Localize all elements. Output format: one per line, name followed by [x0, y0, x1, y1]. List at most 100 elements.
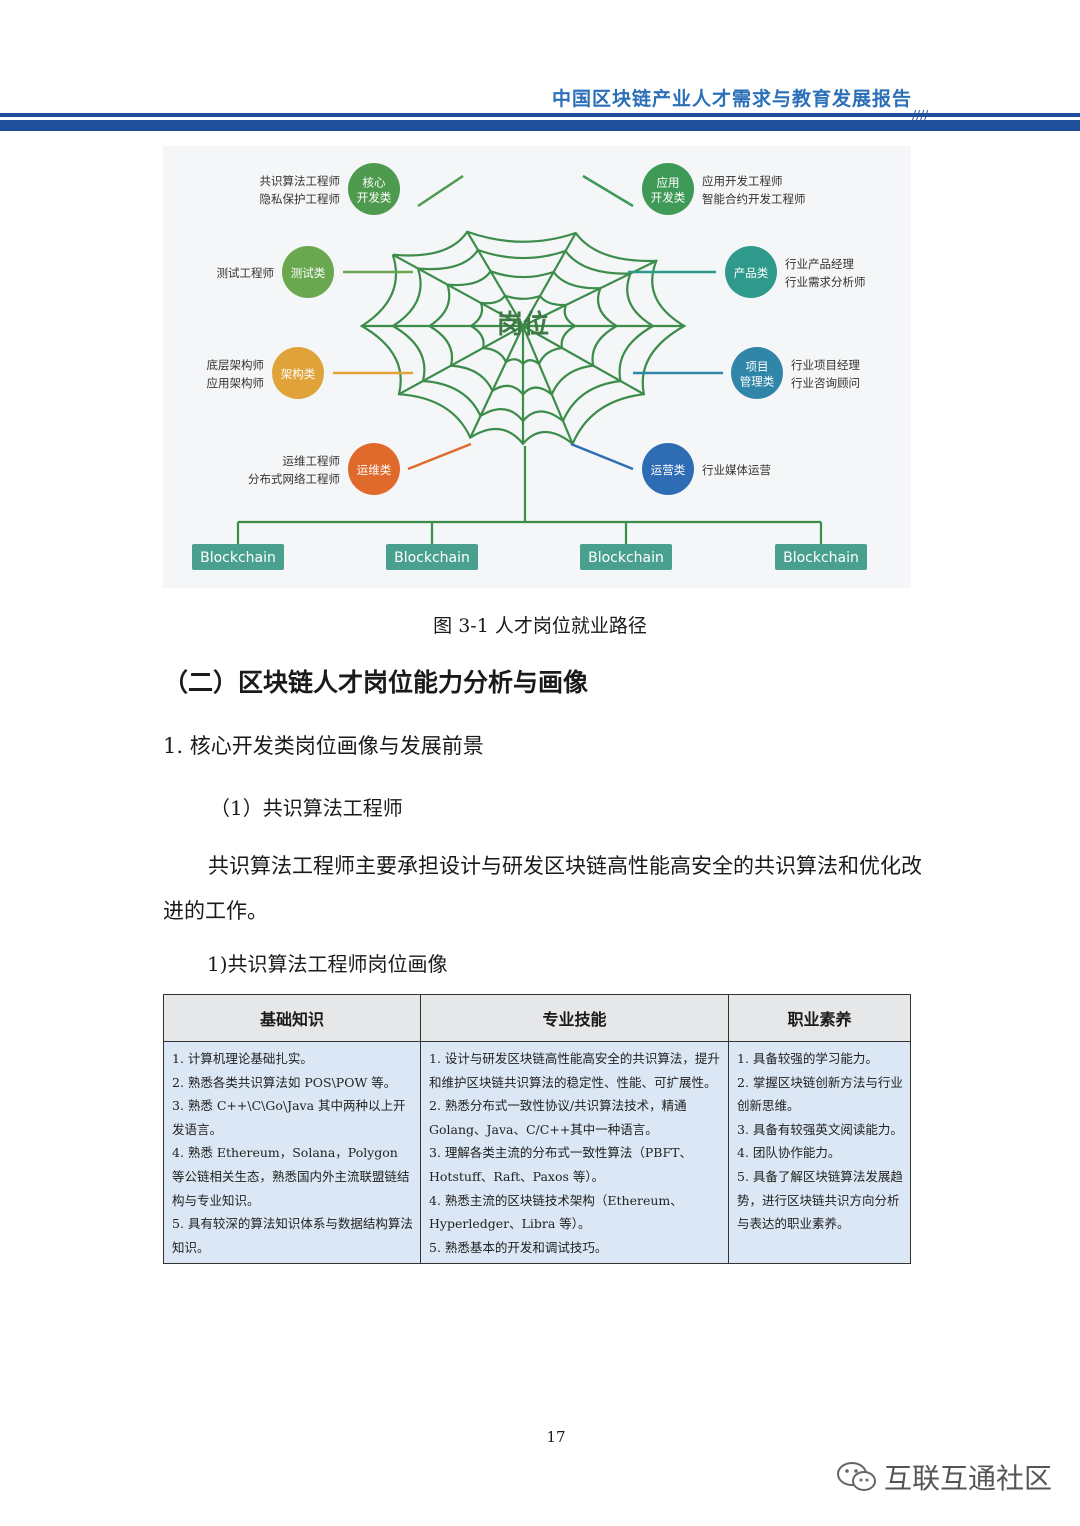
table-row: 1. 计算机理论基础扎实。 2. 熟悉各类共识算法如 POS\POW 等。 3.… [163, 1040, 911, 1265]
role-label: 底层架构师 [207, 358, 265, 372]
figure-caption: 图 3-1 人才岗位就业路径 [433, 615, 647, 637]
section-title: （二）区块链人才岗位能力分析与画像 [163, 668, 589, 697]
role-label: 运维工程师 [283, 454, 341, 468]
role-label: 测试工程师 [217, 266, 275, 280]
category-circle [272, 347, 324, 399]
category-label: 运营类 [651, 463, 686, 477]
role-label: 智能合约开发工程师 [702, 192, 806, 206]
role-label: 行业产品经理 [785, 257, 854, 271]
role-label: 行业咨询顾问 [791, 376, 860, 390]
list-item: 1. 计算机理论基础扎实。 [172, 1051, 313, 1066]
category-circle [348, 163, 400, 215]
category-label: 架构类 [281, 367, 316, 381]
role-description: 共识算法工程师主要承担设计与研发区块链高性能高安全的共识算法和优化改进的工作。 [163, 854, 922, 923]
list-item: 2. 熟悉分布式一致性协议/共识算法技术，精通 Golang、Java、C/C+… [429, 1098, 687, 1137]
header-rule-thin [0, 113, 1080, 117]
list-item: 5. 具有较深的算法知识体系与数据结构算法知识。 [172, 1216, 413, 1255]
category-label: 开发类 [357, 191, 392, 205]
role-label: 分布式网络工程师 [248, 472, 340, 486]
diagram-center-label: 岗位 [497, 309, 549, 340]
list-item: 5. 熟悉基本的开发和调试技巧。 [429, 1239, 608, 1255]
subsection-title: 1. 核心开发类岗位画像与发展前景 [163, 734, 484, 758]
blockchain-box: Blockchain [775, 544, 867, 570]
blockchain-rect [775, 544, 867, 570]
web-ray [469, 325, 524, 439]
list-item: 1. 设计与研发区块链高性能高安全的共识算法，提升和维护区块链共识算法的稳定性、… [429, 1051, 720, 1090]
header-basic-knowledge: 基础知识 [163, 994, 421, 1042]
list-item: 3. 熟悉 C++\C\Go\Java 其中两种以上开发语言。 [172, 1098, 406, 1137]
category-circle [348, 443, 400, 495]
career-node: 运营类 行业媒体运营 [570, 442, 771, 495]
blockchain-box: Blockchain [192, 544, 284, 570]
category-label: 运维类 [357, 463, 392, 477]
list-item: 2. 熟悉各类共识算法如 POS\POW 等。 [172, 1074, 397, 1090]
list-item: 3. 具备有较强英文阅读能力。 [737, 1121, 903, 1137]
category-label: 开发类 [651, 191, 686, 205]
category-circle [731, 347, 783, 399]
header-rule-thick [0, 120, 1080, 131]
category-circle [642, 443, 694, 495]
list-item: 2. 掌握区块链创新方法与行业创新思维。 [737, 1074, 903, 1114]
web-ring [427, 269, 619, 397]
role-label: 共识算法工程师 [260, 174, 341, 188]
connector-line [407, 442, 472, 471]
blockchain-rect [192, 544, 284, 570]
web-ring [468, 294, 578, 366]
role-label: 应用开发工程师 [702, 174, 783, 188]
web-ray [398, 325, 524, 396]
cell-basic-knowledge: 1. 计算机理论基础扎实。 2. 熟悉各类共识算法如 POS\POW 等。 3.… [163, 1040, 421, 1265]
list-item: 4. 团队协作能力。 [737, 1145, 841, 1161]
blockchain-label: Blockchain [394, 550, 470, 566]
connector-line [417, 174, 464, 208]
watermark-text: 互联互通社区 [884, 1462, 1053, 1495]
category-circle [642, 163, 694, 215]
career-path-figure: 岗位 核心开发类共识算法工程师隐私保护工程师测试类测试工程师架构类底层架构师应用… [163, 146, 911, 588]
blockchain-label: Blockchain [588, 550, 664, 566]
cell-professional-skills: 1. 设计与研发区块链高性能高安全的共识算法，提升和维护区块链共识算法的稳定性、… [420, 1040, 729, 1265]
web-ring [359, 230, 687, 446]
role-label: 隐私保护工程师 [260, 192, 341, 206]
category-label: 测试类 [291, 266, 326, 280]
table-header-row: 基础知识 专业技能 职业素养 [163, 994, 911, 1042]
category-circle [282, 246, 334, 298]
blockchain-label: Blockchain [200, 550, 276, 566]
category-label: 项目 [746, 360, 769, 374]
category-label: 产品类 [734, 266, 769, 280]
web-ray [522, 232, 577, 327]
role-label: 应用架构师 [207, 376, 265, 390]
role-title: （1）共识算法工程师 [210, 796, 403, 820]
blockchain-label: Blockchain [783, 550, 859, 566]
role-label: 行业需求分析师 [785, 275, 866, 289]
career-node: 测试类 测试工程师 [217, 246, 413, 298]
web-ray [392, 253, 524, 327]
career-path-diagram: 岗位 核心开发类共识算法工程师隐私保护工程师测试类测试工程师架构类底层架构师应用… [192, 163, 867, 570]
web-ray [522, 325, 645, 396]
blockchain-box: Blockchain [580, 544, 672, 570]
blockchain-rect [580, 544, 672, 570]
list-item: 5. 具备了解区块链算法发展趋势，进行区块链共识方向分析与表达的职业素养。 [737, 1168, 903, 1232]
web-ray [521, 325, 574, 445]
list-item: 1. 具备较强的学习能力。 [737, 1051, 878, 1066]
role-label: 行业媒体运营 [702, 463, 771, 477]
web-ring [390, 248, 656, 423]
blockchain-box: Blockchain [386, 544, 478, 570]
category-label: 核心 [363, 176, 386, 190]
list-item: 4. 熟悉主流的区块链技术架构（Ethereum、Hyperledger、Lib… [429, 1192, 683, 1232]
connector-line [570, 442, 634, 471]
list-item: 3. 理解各类主流的分布式一致性算法（PBFT、Hotstuff、Raft、Pa… [429, 1145, 693, 1184]
wechat-icon [837, 1462, 876, 1491]
profile-table: 基础知识 专业技能 职业素养 1. 计算机理论基础扎实。 2. 熟悉各类共识算法… [163, 994, 911, 1265]
profile-title: 1)共识算法工程师岗位画像 [207, 952, 448, 976]
header-professional-quality: 职业素养 [728, 994, 911, 1042]
report-title: 中国区块链产业人才需求与教育发展报告 [551, 88, 912, 110]
role-label: 行业项目经理 [791, 358, 860, 372]
category-label: 应用 [657, 176, 680, 190]
watermark: 互联互通社区 [836, 1457, 1052, 1497]
cell-professional-quality: 1. 具备较强的学习能力。 2. 掌握区块链创新方法与行业创新思维。 3. 具备… [728, 1040, 911, 1265]
